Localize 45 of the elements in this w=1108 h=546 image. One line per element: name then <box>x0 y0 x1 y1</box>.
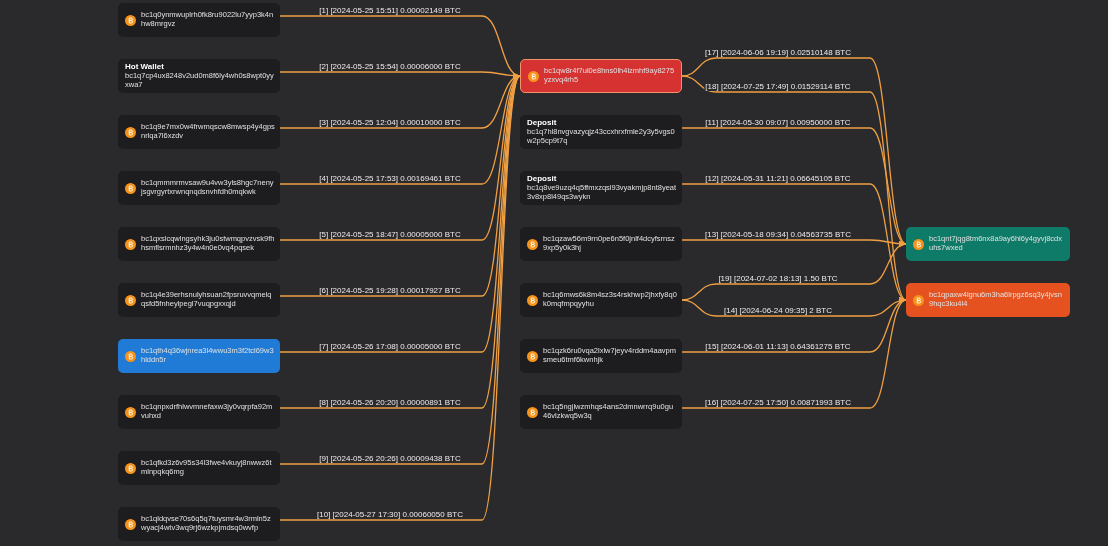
address-card <box>906 283 1070 317</box>
edge-label: [17] [2024-06-06 19:19] 0.02510148 BTC <box>704 48 852 57</box>
account-label: Deposit <box>527 118 558 128</box>
address-card <box>118 115 280 149</box>
address-card <box>118 339 280 373</box>
arrow <box>681 299 907 409</box>
edge-label: [8] [2024-05-26 20:20] 0.00000891 BTC <box>318 398 462 407</box>
edge-label: [16] [2024-07-25 17:50] 0.00871993 BTC <box>704 398 852 407</box>
account-label: Hot Wallet <box>125 62 165 72</box>
address-card <box>118 283 280 317</box>
edge-label: [3] [2024-05-25 12:04] 0.00010000 BTC <box>318 118 462 127</box>
address-card <box>118 395 280 429</box>
address-card <box>118 171 280 205</box>
edge-label: [15] [2024-06-01 11:13] 0.64361275 BTC <box>704 342 852 351</box>
address-card <box>118 451 280 485</box>
edge-label: [7] [2024-05-26 17:08] 0.00005000 BTC <box>318 342 462 351</box>
edge-label: [6] [2024-05-25 19:28] 0.00017927 BTC <box>318 286 462 295</box>
edge-label: [18] [2024-07-25 17:49] 0.01529114 BTC <box>704 82 852 91</box>
edge-label: [5] [2024-05-25 18:47] 0.00005000 BTC <box>318 230 462 239</box>
arrow <box>681 242 907 301</box>
address-card <box>520 171 682 205</box>
address-card <box>520 115 682 149</box>
edge-label: [9] [2024-05-26 20:26] 0.00009438 BTC <box>318 454 462 463</box>
address-card <box>118 507 280 541</box>
address-card <box>520 283 682 317</box>
address-card <box>520 59 682 93</box>
account-label: Deposit <box>527 174 558 184</box>
address-card <box>520 227 682 261</box>
address-card <box>520 395 682 429</box>
address-card <box>118 227 280 261</box>
edge-label: [12] [2024-05-31 11:21] 0.06645105 BTC <box>704 174 852 183</box>
edge-label: [19] [2024-07-02 18:13] 1.50 BTC <box>717 274 839 283</box>
edge-label: [2] [2024-05-25 15:54] 0.00006000 BTC <box>318 62 462 71</box>
arrow <box>681 183 907 301</box>
address-card <box>906 227 1070 261</box>
address-card <box>520 339 682 373</box>
edge-label: [13] [2024-05-18 09:34] 0.04563735 BTC <box>704 230 852 239</box>
address-card <box>118 3 280 37</box>
edge-label: [10] [2024-05-27 17:30] 0.00060050 BTC <box>316 510 464 519</box>
arrow <box>681 127 907 245</box>
edge-label: [11] [2024-05-30 09:07] 0.00950000 BTC <box>704 118 852 127</box>
edge-label: [1] [2024-05-25 15:51] 0.00002149 BTC <box>318 6 462 15</box>
edge-label: [14] [2024-06-24 09:35] 2 BTC <box>722 306 834 315</box>
edge-label: [4] [2024-05-25 17:53] 0.00169461 BTC <box>318 174 462 183</box>
address-card <box>118 59 280 93</box>
